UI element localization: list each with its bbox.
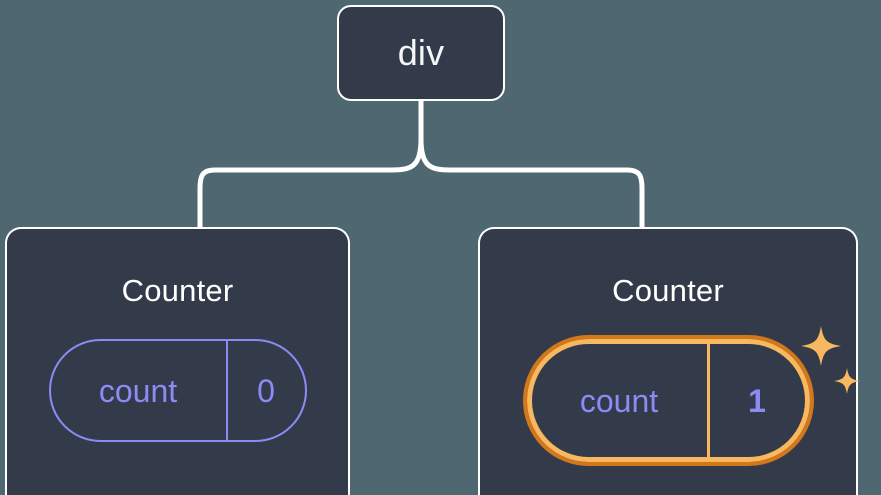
state-pill-left[interactable]: count 0 [48,339,307,442]
state-pill-wrapper-right: count 1 [480,326,860,466]
node-counter-left[interactable]: Counter count 0 [5,227,350,495]
state-value-cell-right: 1 [710,344,805,457]
sparkle-icon-small [833,368,860,394]
node-div-label: div [397,32,445,73]
state-value-label-left: 0 [257,372,275,409]
connector-branch-left [197,138,424,227]
node-counter-right-title: Counter [612,273,724,308]
connector-branch-right [418,138,645,227]
node-counter-right[interactable]: Counter count 1 [478,227,860,495]
node-div[interactable]: div [337,5,505,101]
state-key-label-left: count [98,372,178,409]
sparkle-icon-large [800,326,841,366]
node-counter-left-title: Counter [121,273,234,308]
state-pill-right[interactable]: count 1 [522,326,860,466]
state-key-label-right: count [579,382,659,419]
state-key-cell-left: count [51,341,228,440]
state-key-cell-right: count [532,344,710,457]
state-value-cell-left: 0 [228,341,305,440]
state-value-label-right: 1 [748,382,766,419]
sparkles-group [800,326,860,394]
state-pill-wrapper-left: count 0 [7,339,348,442]
